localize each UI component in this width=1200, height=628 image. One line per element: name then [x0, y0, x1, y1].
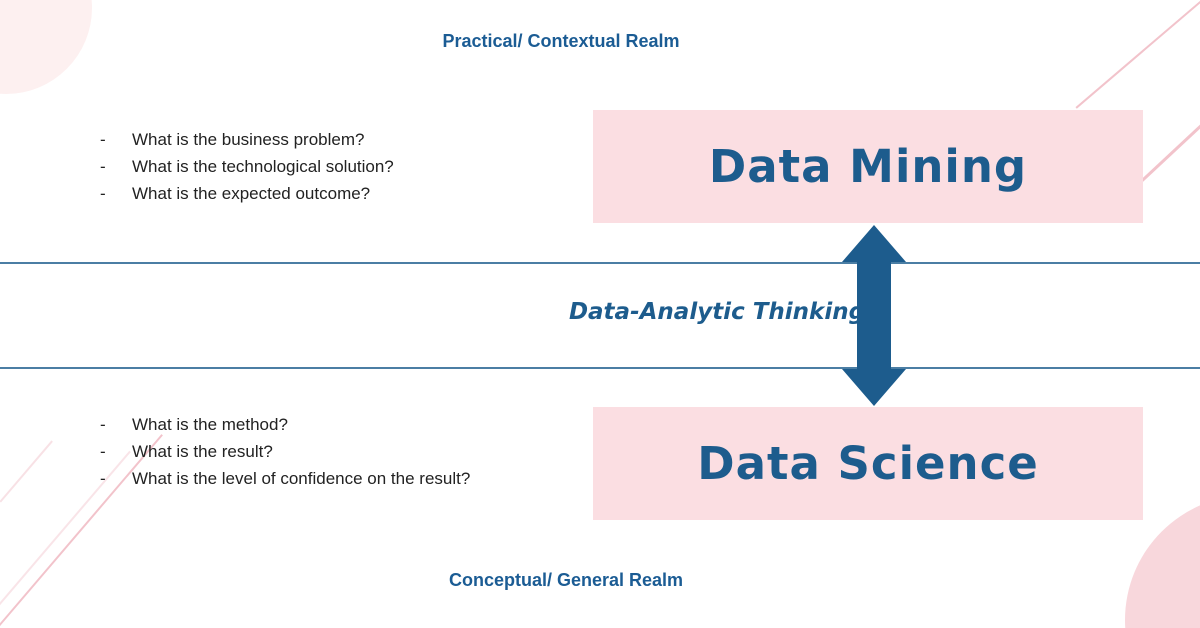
question-text: What is the level of confidence on the r…	[132, 469, 471, 488]
question-list-conceptual: - What is the method? - What is the resu…	[100, 411, 484, 492]
question-item: - What is the expected outcome?	[100, 180, 484, 207]
question-item: - What is the level of confidence on the…	[100, 465, 484, 492]
question-text: What is the method?	[132, 415, 288, 434]
realm-label-practical: Practical/ Contextual Realm	[442, 31, 680, 51]
question-text: What is the technological solution?	[132, 157, 394, 176]
bullet-dash: -	[100, 442, 106, 461]
diagonal-line-bottom-left-short	[0, 440, 53, 503]
data-science-title: Data Science	[697, 437, 1039, 490]
bullet-dash: -	[100, 469, 106, 488]
double-arrow-icon	[840, 225, 908, 406]
diagonal-line-top-right-thin	[1075, 0, 1200, 109]
bullet-dash: -	[100, 415, 106, 434]
question-item: - What is the business problem?	[100, 126, 484, 153]
question-item: - What is the technological solution?	[100, 153, 484, 180]
realm-divider-top	[0, 262, 1200, 264]
data-mining-title: Data Mining	[708, 140, 1028, 193]
bullet-dash: -	[100, 130, 106, 149]
bullet-dash: -	[100, 157, 106, 176]
data-science-box: Data Science	[593, 407, 1143, 520]
question-item: - What is the result?	[100, 438, 484, 465]
data-mining-box: Data Mining	[593, 110, 1143, 223]
question-text: What is the result?	[132, 442, 273, 461]
question-item: - What is the method?	[100, 411, 484, 438]
realm-label-conceptual: Conceptual/ General Realm	[448, 570, 684, 590]
realm-divider-bottom	[0, 367, 1200, 369]
question-list-practical: - What is the business problem? - What i…	[100, 126, 484, 207]
pink-circle-top-left	[0, 0, 92, 94]
question-text: What is the expected outcome?	[132, 184, 371, 203]
data-analytic-thinking-label: Data-Analytic Thinking	[568, 299, 866, 325]
bullet-dash: -	[100, 184, 106, 203]
question-text: What is the business problem?	[132, 130, 365, 149]
diagonal-line-top-right-thick	[1139, 102, 1200, 184]
